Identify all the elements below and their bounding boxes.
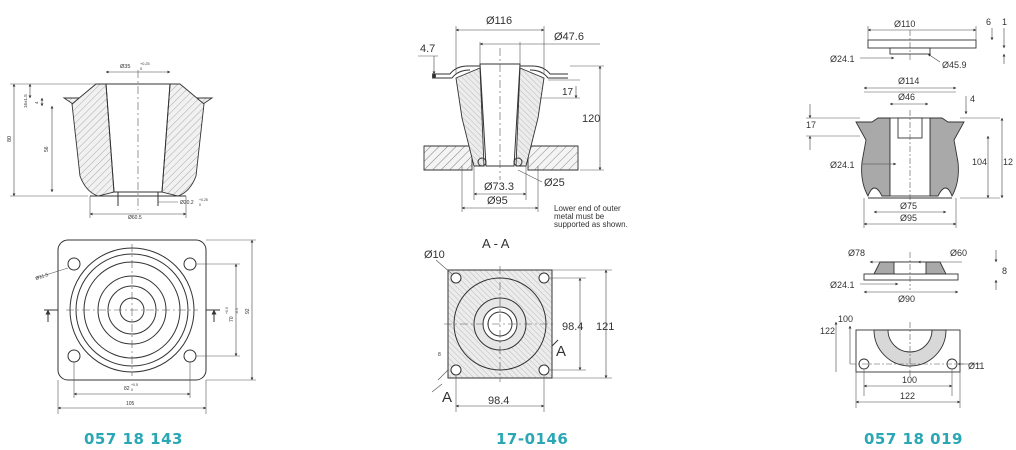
middle-hole-bl <box>450 364 462 376</box>
svg-text:A: A <box>442 389 452 406</box>
middle-hole-br <box>538 364 550 376</box>
svg-text:104: 104 <box>972 157 987 167</box>
part-number-middle: 17-0146 <box>496 430 569 448</box>
right-rubber-r <box>929 117 965 198</box>
svg-text:+0.25: +0.25 <box>140 62 150 66</box>
part-number-right: 057 18 019 <box>864 430 963 448</box>
svg-text:Ø75: Ø75 <box>900 201 917 211</box>
svg-text:Ø95: Ø95 <box>487 195 508 207</box>
right-mid-section: Ø114 Ø46 4 17 Ø24.1 104 <box>806 76 1013 228</box>
svg-text:105: 105 <box>126 401 135 407</box>
svg-text:Ø24.1: Ø24.1 <box>830 160 855 170</box>
svg-text:122: 122 <box>900 391 915 401</box>
middle-rubber-l <box>455 67 485 167</box>
svg-text:121: 121 <box>596 321 614 333</box>
middle-hole-tr <box>538 272 550 284</box>
right-technical-drawing: Ø110 6 1 Ø24.1 Ø45.9 Ø114 Ø46 <box>806 17 1013 408</box>
svg-text:0: 0 <box>140 67 142 71</box>
svg-text:Ø47.6: Ø47.6 <box>554 31 584 43</box>
svg-text:16±1.5: 16±1.5 <box>23 94 28 108</box>
svg-text:6: 6 <box>986 17 991 27</box>
left-hole-tr <box>183 257 197 271</box>
svg-text:Ø95: Ø95 <box>900 213 917 223</box>
middle-technical-drawing: Ø116 Ø47.6 4.7 17 120 Ø25 <box>418 15 628 412</box>
svg-text:0: 0 <box>131 388 133 392</box>
right-low-section: Ø78 Ø60 8 Ø24.1 Ø90 <box>830 248 1007 304</box>
left-technical-drawing: Ø35 +0.25 0 80 16±1.5 4 56 Ø20.2 +0.25 0… <box>7 62 256 414</box>
svg-text:100: 100 <box>902 375 917 385</box>
middle-section-view: Ø116 Ø47.6 4.7 17 120 Ø25 <box>418 15 628 251</box>
part-number-left: 057 18 143 <box>84 430 183 448</box>
svg-text:4: 4 <box>970 94 975 104</box>
svg-text:Ø73.3: Ø73.3 <box>484 181 514 193</box>
svg-text:Ø114: Ø114 <box>898 76 919 86</box>
svg-text:56: 56 <box>44 146 50 152</box>
left-sleeve <box>105 83 171 193</box>
svg-text:-0.5: -0.5 <box>235 308 239 314</box>
svg-text:1: 1 <box>1002 17 1007 27</box>
svg-text:82: 82 <box>124 386 130 392</box>
left-plan-view: Ø11.5 70 +0.5 -0.5 92 82 +0.5 0 105 <box>35 239 256 414</box>
right-top-washer: Ø110 6 1 Ø24.1 Ø45.9 <box>830 17 1007 70</box>
svg-text:Ø11: Ø11 <box>968 361 984 371</box>
svg-text:+0.25: +0.25 <box>199 198 208 202</box>
svg-text:Ø20.2: Ø20.2 <box>180 200 194 206</box>
left-hole-bl <box>67 349 81 363</box>
svg-text:Ø45.9: Ø45.9 <box>942 60 967 70</box>
svg-text:4: 4 <box>34 101 39 104</box>
svg-text:4.7: 4.7 <box>420 43 435 55</box>
svg-text:A: A <box>556 343 566 360</box>
svg-text:98.4: 98.4 <box>562 321 583 333</box>
left-hole-br <box>183 349 197 363</box>
drawing-panel-left: Ø35 +0.25 0 80 16±1.5 4 56 Ø20.2 +0.25 0… <box>0 0 270 450</box>
svg-text:Ø60: Ø60 <box>950 248 967 258</box>
svg-text:Ø60.5: Ø60.5 <box>128 215 142 221</box>
svg-text:98.4: 98.4 <box>488 395 509 407</box>
svg-text:17: 17 <box>806 120 816 130</box>
svg-text:Ø46: Ø46 <box>898 92 915 102</box>
svg-text:+0.5: +0.5 <box>225 307 229 314</box>
svg-text:Ø11.5: Ø11.5 <box>35 272 50 282</box>
svg-text:Ø90: Ø90 <box>898 294 915 304</box>
svg-text:0: 0 <box>199 203 201 207</box>
svg-text:Ø25: Ø25 <box>544 177 565 189</box>
middle-support-right <box>527 145 579 171</box>
svg-text:12: 12 <box>1003 157 1013 167</box>
svg-text:92: 92 <box>245 308 251 314</box>
svg-text:17: 17 <box>562 87 574 98</box>
svg-text:Ø24.1: Ø24.1 <box>830 54 855 64</box>
right-rubber-l <box>855 117 891 198</box>
svg-text:Ø24.1: Ø24.1 <box>830 280 855 290</box>
svg-text:Ø116: Ø116 <box>486 15 512 27</box>
svg-text:100: 100 <box>838 314 853 324</box>
svg-text:120: 120 <box>582 113 600 125</box>
svg-text:8: 8 <box>438 352 441 358</box>
svg-text:70: 70 <box>229 316 235 322</box>
drawing-panel-middle: Ø116 Ø47.6 4.7 17 120 Ø25 <box>390 0 670 450</box>
left-hole-tl <box>67 257 81 271</box>
middle-plan-view: Ø10 98.4 121 A A 8 98.4 <box>424 249 614 412</box>
svg-text:supported as shown.: supported as shown. <box>554 220 628 229</box>
svg-text:A - A: A - A <box>482 236 510 251</box>
drawing-panel-right: Ø110 6 1 Ø24.1 Ø45.9 Ø114 Ø46 <box>790 0 1016 450</box>
svg-text:Ø10: Ø10 <box>424 249 445 261</box>
svg-text:Ø110: Ø110 <box>894 19 915 29</box>
svg-text:122: 122 <box>820 326 835 336</box>
middle-rubber-r <box>515 67 545 167</box>
svg-text:+0.5: +0.5 <box>131 383 138 387</box>
svg-text:Lower end of outer: Lower end of outer <box>554 204 621 213</box>
left-section-view: Ø35 +0.25 0 80 16±1.5 4 56 Ø20.2 +0.25 0… <box>7 62 214 221</box>
middle-hole-tl <box>450 272 462 284</box>
svg-text:8: 8 <box>1002 266 1007 276</box>
svg-text:metal must be: metal must be <box>554 212 605 221</box>
svg-text:80: 80 <box>7 136 13 142</box>
svg-text:Ø78: Ø78 <box>848 248 865 258</box>
svg-text:Ø35: Ø35 <box>120 64 130 70</box>
middle-support-left <box>423 145 473 171</box>
right-plan-view: 122 100 Ø11 100 122 <box>820 314 984 408</box>
